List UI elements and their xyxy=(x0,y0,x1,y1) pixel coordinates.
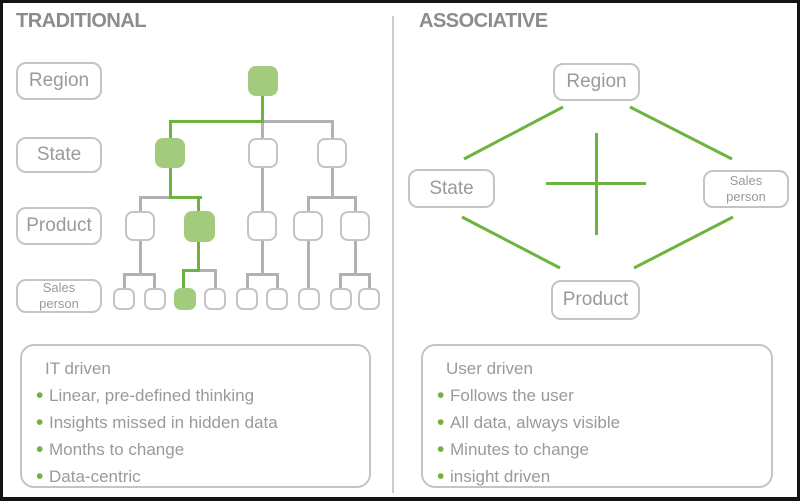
bullet-icon: • xyxy=(437,438,445,461)
connector-line xyxy=(123,273,156,276)
tree-node xyxy=(125,211,155,241)
panel-divider xyxy=(392,16,394,493)
row-label-sales-person: Sales person xyxy=(16,279,102,313)
selected-path-line xyxy=(182,269,185,288)
connector-line xyxy=(264,120,334,123)
connector-line xyxy=(368,273,371,288)
summary-heading: User driven xyxy=(446,359,533,378)
tree-node xyxy=(358,288,380,310)
association-line xyxy=(463,105,564,161)
connector-line xyxy=(339,273,342,288)
connector-line xyxy=(197,269,217,272)
tree-node-selected xyxy=(184,211,215,242)
connector-line xyxy=(139,241,142,276)
selected-path-line xyxy=(169,120,172,138)
summary-heading: IT driven xyxy=(45,359,111,378)
summary-item: • Months to change xyxy=(36,436,359,463)
bullet-icon: • xyxy=(36,465,44,488)
tree-node-selected xyxy=(248,66,278,96)
connector-line xyxy=(123,273,126,288)
row-label-state: State xyxy=(16,137,102,173)
summary-item: • Minutes to change xyxy=(437,436,761,463)
assoc-node-sales-person: Sales person xyxy=(703,170,789,208)
assoc-node-region: Region xyxy=(553,63,640,101)
tree-node xyxy=(113,288,135,310)
bullet-icon: • xyxy=(36,438,44,461)
summary-item-text: Data-centric xyxy=(49,467,141,486)
tree-node xyxy=(317,138,347,168)
connector-line xyxy=(339,273,371,276)
bullet-icon: • xyxy=(437,411,445,434)
tree-node-selected xyxy=(155,138,185,168)
tree-node xyxy=(293,211,323,241)
tree-node xyxy=(266,288,288,310)
connector-line xyxy=(261,241,264,276)
bullet-icon: • xyxy=(36,411,44,434)
connector-line xyxy=(139,196,142,211)
tree-node xyxy=(248,138,278,168)
connector-line xyxy=(307,196,310,211)
connector-line xyxy=(214,269,217,288)
summary-item-text: Linear, pre-defined thinking xyxy=(49,386,255,405)
connector-line xyxy=(261,168,264,211)
summary-item-text: Months to change xyxy=(49,440,185,459)
right-panel-title: ASSOCIATIVE xyxy=(419,10,548,32)
summary-item-text: All data, always visible xyxy=(450,413,621,432)
association-line xyxy=(461,215,561,270)
tree-node xyxy=(144,288,166,310)
summary-item: • All data, always visible xyxy=(437,409,761,436)
associative-summary-box: User driven • Follows the user • All dat… xyxy=(421,344,773,488)
traditional-summary-box: IT driven • Linear, pre-defined thinking… xyxy=(20,344,371,488)
bullet-icon: • xyxy=(437,465,445,488)
summary-item-text: insight driven xyxy=(450,467,551,486)
connector-line xyxy=(354,241,357,276)
assoc-node-product: Product xyxy=(551,280,640,320)
summary-item: • insight driven xyxy=(437,463,761,490)
summary-item: • Insights missed in hidden data xyxy=(36,409,359,436)
row-label-product: Product xyxy=(16,207,102,245)
row-label-region: Region xyxy=(16,62,102,100)
selected-path-line xyxy=(182,269,200,272)
summary-item: • Follows the user xyxy=(437,382,761,409)
association-line xyxy=(633,215,734,270)
selected-path-line xyxy=(169,168,172,199)
connector-line xyxy=(153,273,156,288)
summary-item-text: Follows the user xyxy=(450,386,574,405)
connector-line xyxy=(261,120,264,138)
selected-path-line xyxy=(197,241,200,272)
connector-line xyxy=(139,196,172,199)
assoc-node-state: State xyxy=(408,169,495,208)
tree-node xyxy=(247,211,277,241)
connector-line xyxy=(276,273,279,288)
selected-path-line xyxy=(169,196,202,199)
summary-item: • Data-centric xyxy=(36,463,359,490)
connector-line xyxy=(354,196,357,211)
connector-line xyxy=(307,196,357,199)
summary-item-text: Minutes to change xyxy=(450,440,589,459)
connector-line xyxy=(331,120,334,138)
tree-node-selected xyxy=(174,288,196,310)
selected-path-line xyxy=(197,196,200,211)
selected-path-line xyxy=(261,95,264,122)
bullet-icon: • xyxy=(437,384,445,407)
summary-item: • Linear, pre-defined thinking xyxy=(36,382,359,409)
connector-line xyxy=(246,273,249,288)
selected-path-line xyxy=(169,120,264,123)
tree-node xyxy=(204,288,226,310)
bullet-icon: • xyxy=(36,384,44,407)
tree-node xyxy=(340,211,370,241)
tree-node xyxy=(330,288,352,310)
tree-node xyxy=(298,288,320,310)
summary-item-text: Insights missed in hidden data xyxy=(49,413,278,432)
connector-line xyxy=(331,168,334,199)
tree-node xyxy=(236,288,258,310)
connector-line xyxy=(307,241,310,288)
connector-line xyxy=(246,273,279,276)
association-cross-line xyxy=(595,133,598,235)
left-panel-title: TRADITIONAL xyxy=(16,10,147,32)
association-line xyxy=(629,105,733,161)
